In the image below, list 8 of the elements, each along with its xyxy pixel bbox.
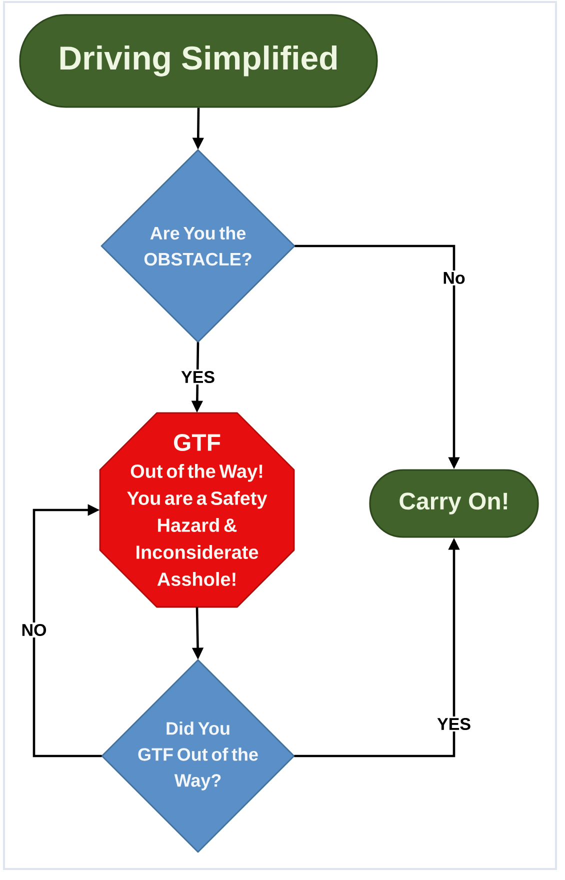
edge-label: NO xyxy=(20,622,48,638)
end-terminal: Carry On! xyxy=(369,469,539,538)
stop-sign-octagon: GTF Out of the Way! You are a Safety Hazard & Inconsiderate Asshole! xyxy=(99,412,295,608)
edge-label: YES xyxy=(436,716,473,732)
arrow xyxy=(32,504,102,758)
start-terminal: Driving Simplified xyxy=(19,14,378,108)
edge-label: YES xyxy=(180,369,216,384)
edge-label: No xyxy=(441,270,467,286)
